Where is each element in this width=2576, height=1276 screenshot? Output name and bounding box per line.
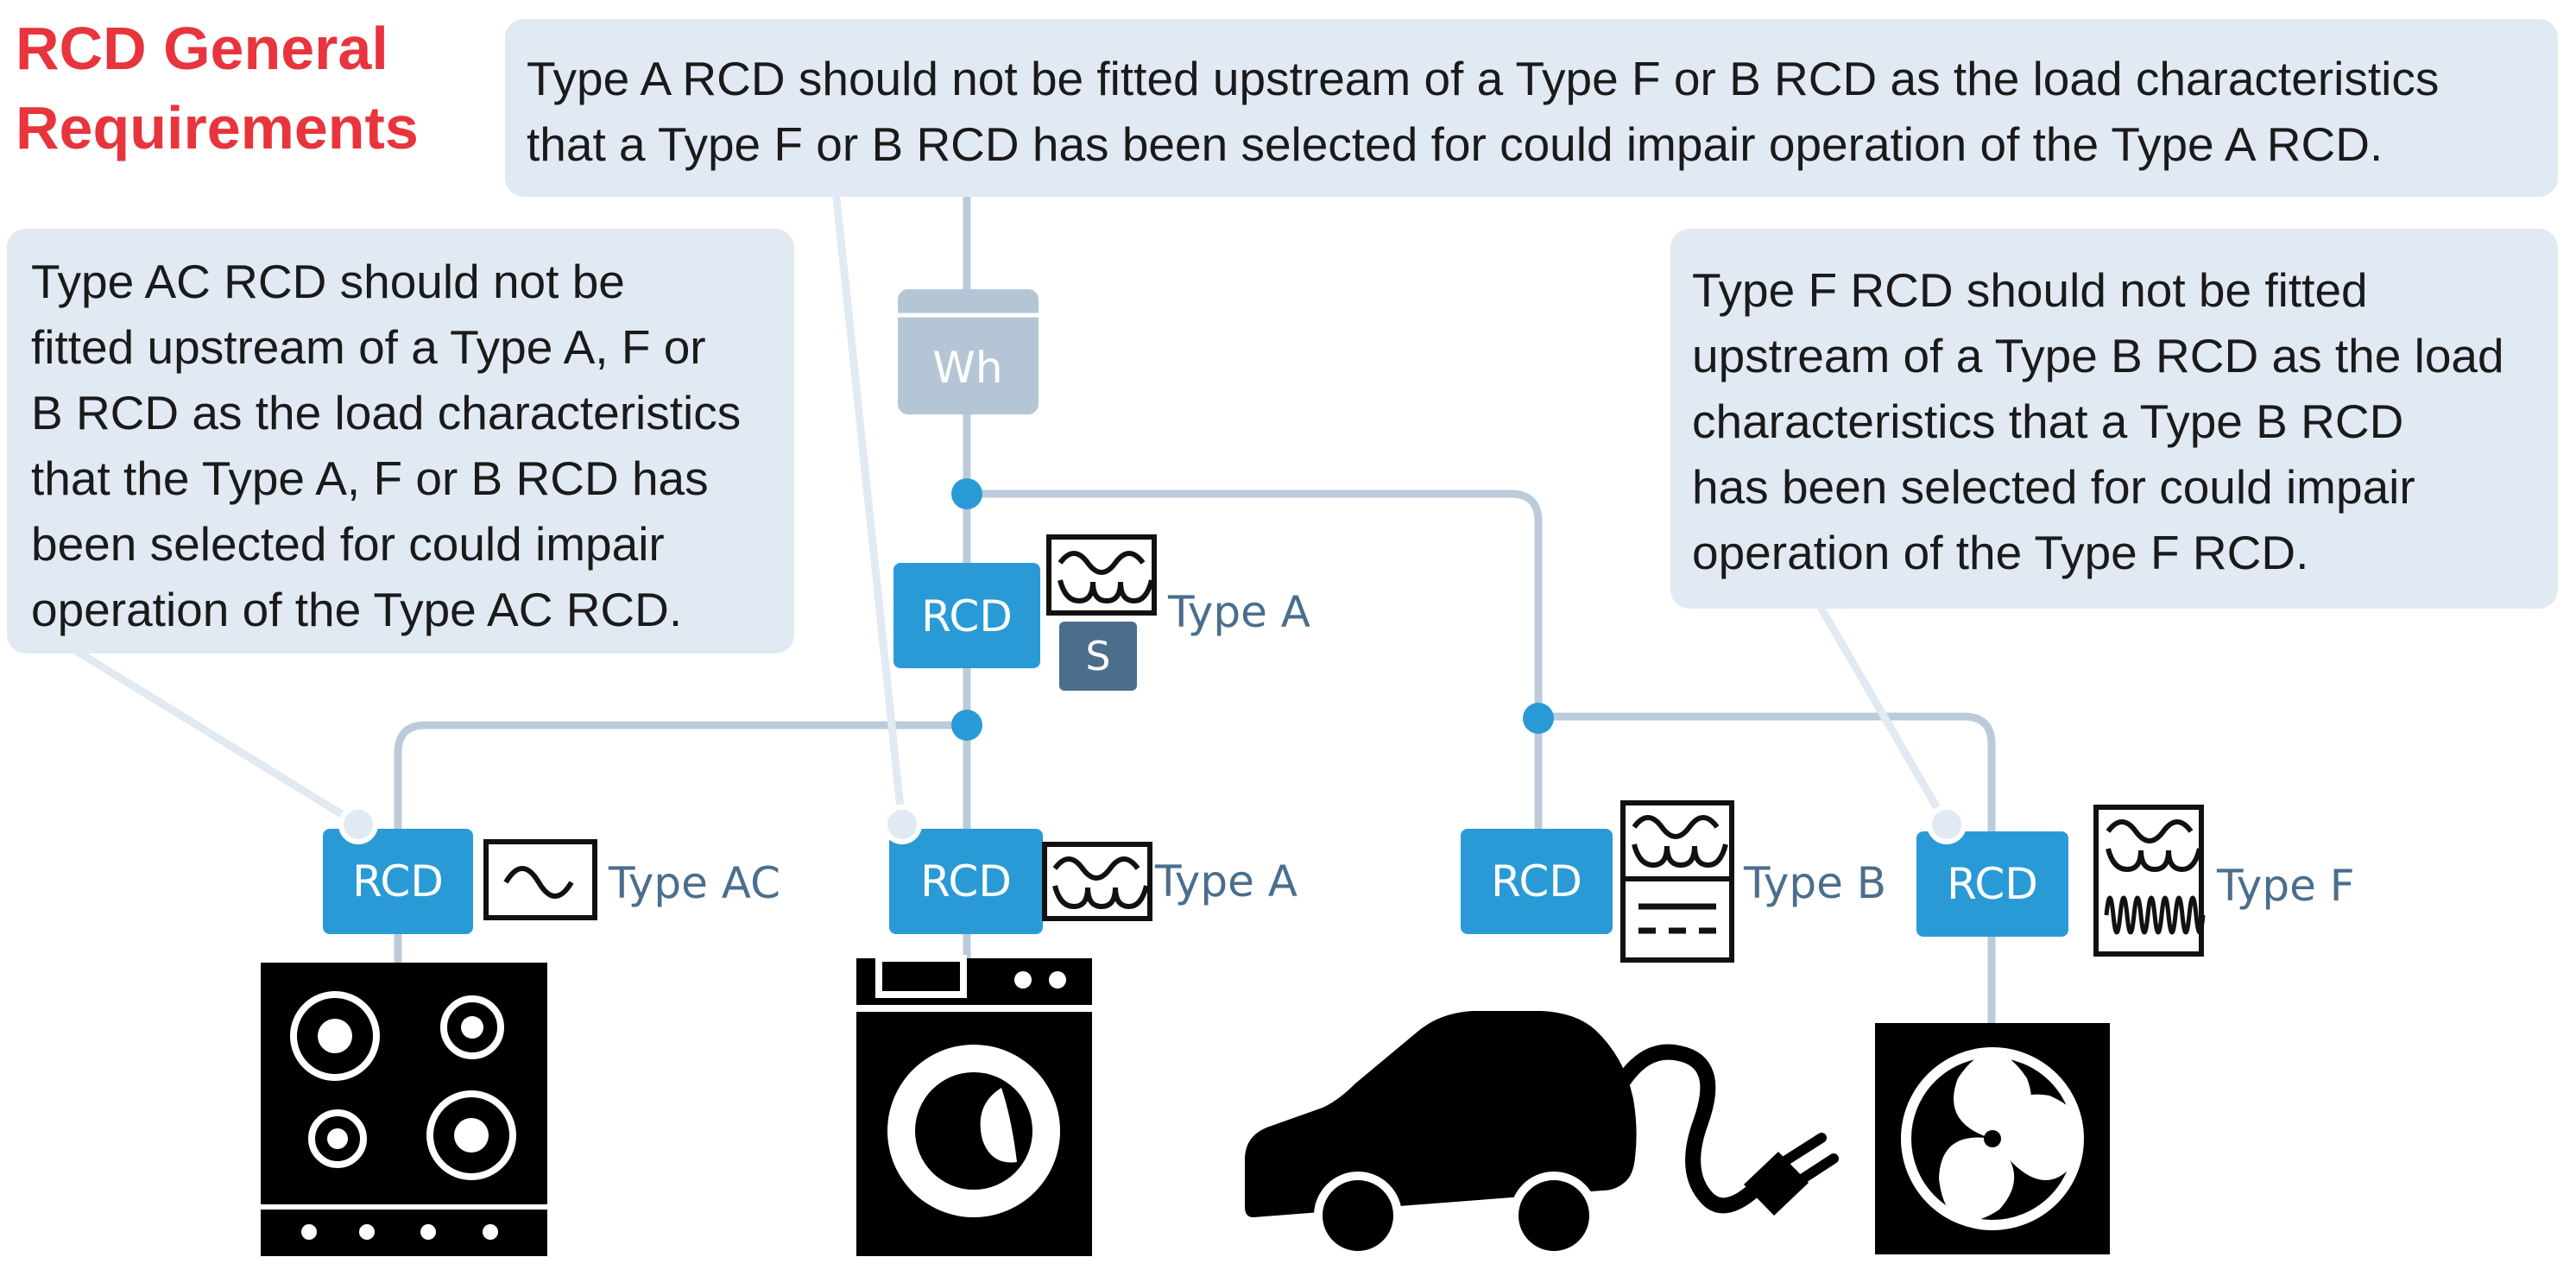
main-rcd-label: RCD	[921, 591, 1013, 641]
main-rcd-type: Type A	[1167, 587, 1310, 637]
type-a-symbol-icon	[1046, 534, 1157, 616]
left-branch-wire	[394, 721, 971, 833]
title-line-2: Requirements	[16, 94, 419, 161]
left-callout-box	[7, 229, 794, 654]
right-callout-line-2: upstream of a Type B RCD as the load	[1692, 329, 2504, 382]
right-junction-dot	[1523, 703, 1554, 734]
lower-junction-dot	[951, 710, 982, 741]
type-a-rcd-box	[889, 829, 1043, 934]
type-f-label: Type F	[2216, 861, 2355, 911]
left-callout-line-5: been selected for could impair	[31, 517, 665, 571]
branch-type-b: RCD Type B	[1245, 800, 1886, 1260]
type-f-feed-wire	[1534, 712, 1996, 837]
meter-box	[898, 289, 1039, 414]
type-b-symbol-icon	[1620, 800, 1734, 963]
branch-type-a: RCD Type A	[856, 805, 1297, 1256]
callout-pointers	[73, 186, 1951, 829]
top-callout-box	[505, 19, 2558, 197]
fan-heater-icon	[1875, 1023, 2110, 1254]
type-ac-symbol-icon	[483, 839, 597, 920]
type-a-branch-symbol-icon	[1042, 842, 1152, 921]
right-callout: Type F RCD should not be fitted upstream…	[1670, 229, 2558, 609]
branch-type-ac: RCD Type AC	[261, 805, 780, 1256]
type-b-rcd-label: RCD	[1491, 856, 1582, 906]
left-callout: Type AC RCD should not be fitted upstrea…	[7, 229, 794, 654]
s-selective-box	[1059, 622, 1137, 691]
right-callout-line-3: characteristics that a Type B RCD	[1692, 395, 2403, 448]
right-pointer-dot	[1927, 805, 1967, 844]
type-f-symbol-icon	[2093, 805, 2206, 957]
type-f-rcd-box	[1916, 831, 2068, 937]
branch-type-f: RCD Type F	[1875, 805, 2355, 1254]
diagram-title: RCD General Requirements	[16, 15, 419, 161]
left-callout-line-3: B RCD as the load characteristics	[31, 386, 741, 439]
washing-machine-icon	[856, 955, 1092, 1256]
type-a-branch-label: Type A	[1154, 856, 1297, 906]
top-callout-line-1: Type A RCD should not be fitted upstream…	[527, 52, 2439, 105]
meter: Wh	[898, 289, 1039, 414]
right-callout-box	[1670, 229, 2558, 609]
type-b-label: Type B	[1743, 858, 1886, 908]
type-ac-rcd-box	[323, 829, 473, 934]
hob-icon	[261, 963, 547, 1256]
main-rcd: RCD S Type A	[893, 534, 1310, 691]
top-callout-line-2: that a Type F or B RCD has been selected…	[527, 117, 2383, 171]
top-callout-pointer	[831, 186, 906, 829]
right-callout-pointer	[1817, 604, 1951, 829]
electric-car-icon	[1245, 1011, 1839, 1260]
type-f-rcd-label: RCD	[1947, 859, 2038, 909]
meter-label: Wh	[932, 343, 1002, 393]
right-callout-line-4: has been selected for could impair	[1692, 460, 2415, 514]
top-pointer-dot	[882, 805, 922, 844]
left-callout-line-6: operation of the Type AC RCD.	[31, 583, 682, 636]
type-b-rcd-box	[1461, 829, 1613, 934]
type-a-rcd-label: RCD	[920, 856, 1012, 906]
s-selective-label: S	[1085, 633, 1110, 679]
type-ac-rcd-label: RCD	[352, 856, 444, 906]
upper-junction-dot	[951, 478, 982, 509]
left-callout-line-1: Type AC RCD should not be	[31, 255, 625, 308]
right-branch-wire	[963, 490, 1543, 721]
right-callout-line-1: Type F RCD should not be fitted	[1692, 263, 2368, 317]
right-callout-line-5: operation of the Type F RCD.	[1692, 526, 2308, 579]
left-callout-pointer	[73, 647, 363, 829]
junctions	[951, 478, 1554, 741]
top-callout: Type A RCD should not be fitted upstream…	[505, 19, 2558, 197]
main-rcd-box	[893, 563, 1040, 668]
left-pointer-dot	[338, 805, 378, 844]
left-callout-line-2: fitted upstream of a Type A, F or	[31, 320, 706, 374]
type-ac-label: Type AC	[608, 858, 780, 908]
left-callout-line-4: that the Type A, F or B RCD has	[31, 452, 709, 505]
title-line-1: RCD General	[16, 15, 388, 82]
